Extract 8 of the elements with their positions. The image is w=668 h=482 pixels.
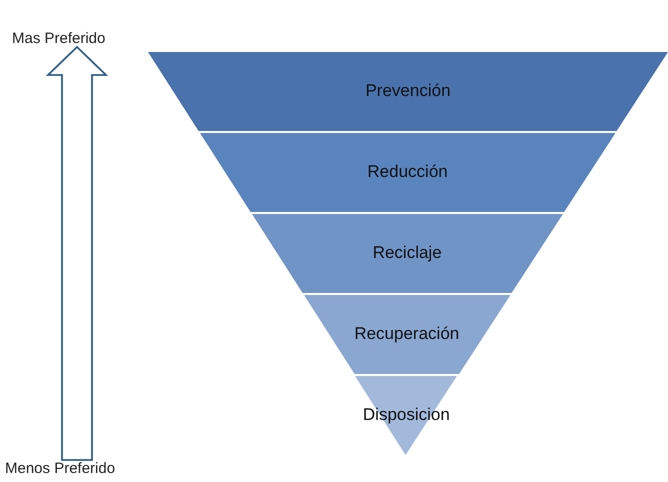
tier-label: Recuperación [353, 324, 460, 344]
block-arrow [46, 46, 108, 461]
tier-label: Reciclaje [372, 242, 443, 262]
axis-label: Mas Preferido [12, 30, 106, 47]
tier-label: Disposicion [362, 404, 451, 424]
tier-label: Prevención [364, 80, 452, 100]
axis-label: Menos Preferido [5, 460, 116, 477]
tier-label: Reducción [366, 162, 449, 182]
